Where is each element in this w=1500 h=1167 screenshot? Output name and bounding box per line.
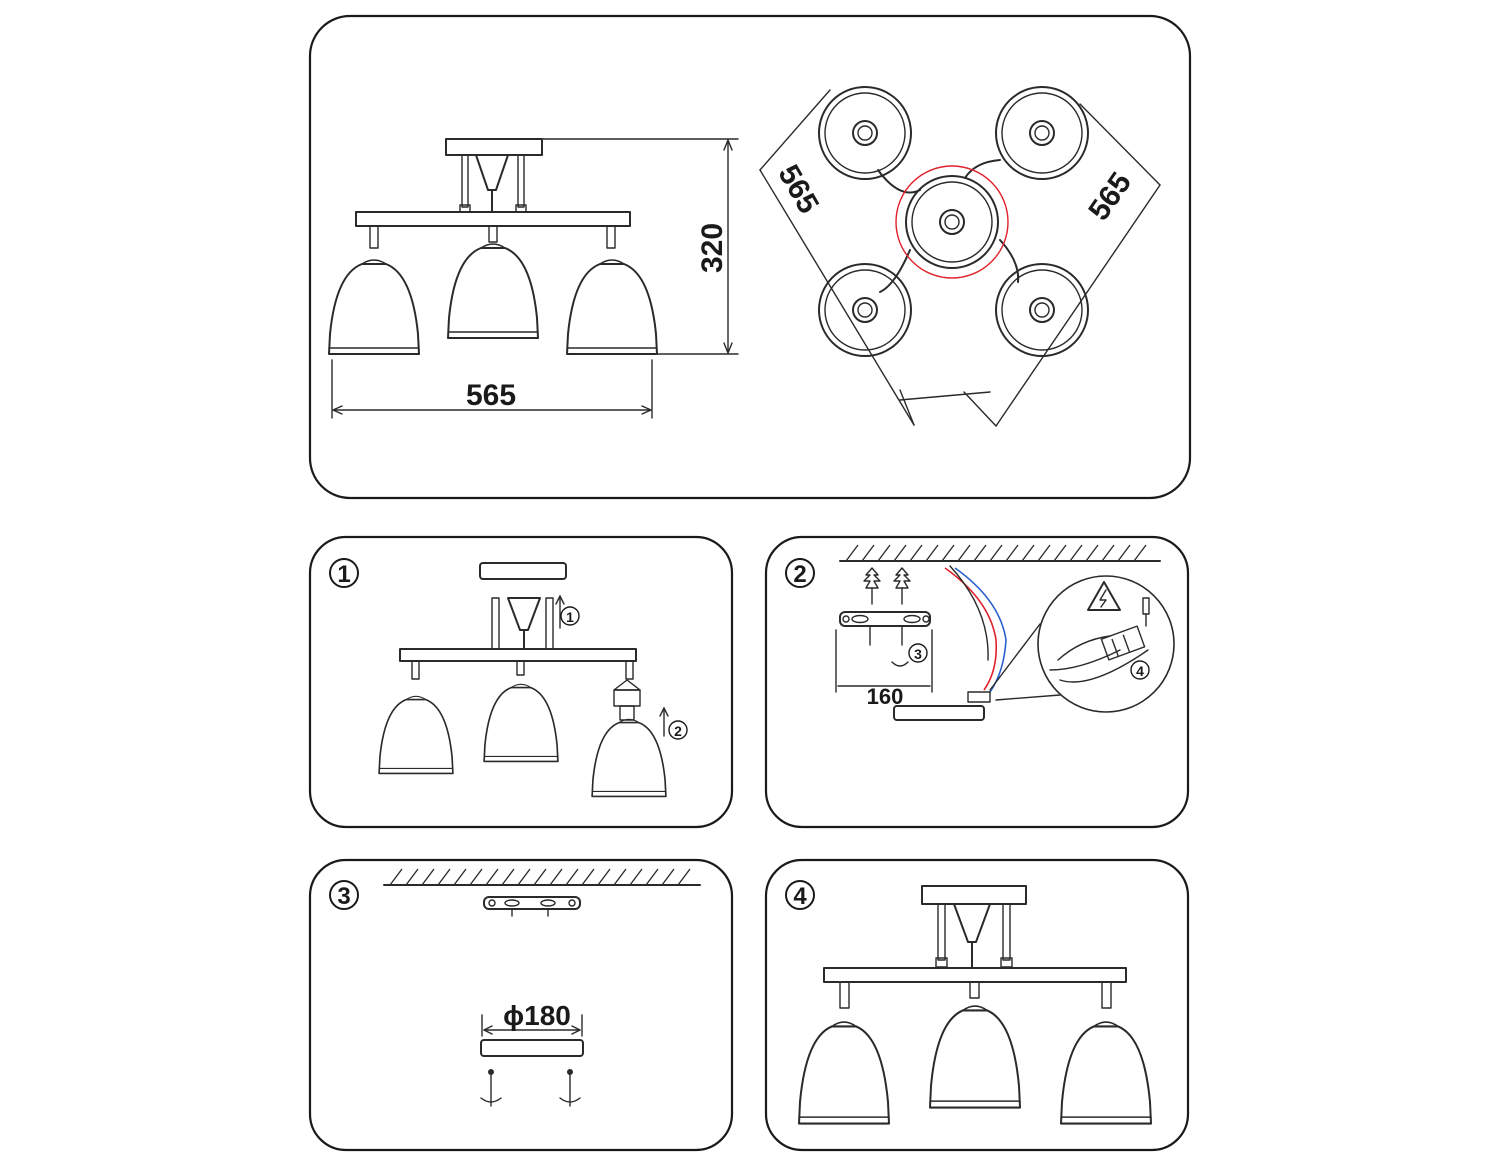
step-2-number: 2 xyxy=(793,561,806,588)
step-3-illustration: ϕ180 xyxy=(383,868,701,1107)
screwdriver-icon xyxy=(1142,597,1150,627)
step-4-number: 4 xyxy=(793,883,807,910)
step-4-panel xyxy=(764,858,1190,1152)
step-3-panel xyxy=(308,858,734,1152)
rotate-arrow-icon xyxy=(480,1069,502,1107)
step-2-illustration: 3 160 4 xyxy=(835,544,1175,721)
dimension-panel xyxy=(308,14,1192,500)
step-4-illustration xyxy=(797,885,1153,1125)
step-1-illustration: 1 2 xyxy=(378,562,688,798)
high-voltage-warning-icon xyxy=(1087,581,1121,611)
step-1-sub-2: 2 xyxy=(674,723,682,739)
rotate-arrow-icon xyxy=(559,1069,581,1107)
width-dimension-label: 565 xyxy=(466,379,516,412)
step-4-badge: 4 xyxy=(785,880,815,910)
front-elevation: 320 565 xyxy=(328,138,739,419)
zoom-detail-circle xyxy=(1037,575,1175,713)
base-diameter-label: ϕ180 xyxy=(503,1000,571,1031)
step-1-panel xyxy=(308,535,734,829)
step-2-sub-4: 4 xyxy=(1136,663,1144,679)
mount-spacing-label: 160 xyxy=(867,684,904,709)
step-2-badge: 2 xyxy=(785,558,815,588)
height-dimension-label: 320 xyxy=(696,223,729,273)
step-2-sub-3: 3 xyxy=(914,646,922,662)
highlight-ring xyxy=(895,165,1009,279)
step-1-sub-1: 1 xyxy=(566,609,574,625)
step-3-badge: 3 xyxy=(329,880,359,910)
blue-wire xyxy=(954,567,1007,693)
step-1-badge: 1 xyxy=(329,558,359,588)
step-3-number: 3 xyxy=(337,883,350,910)
step-1-number: 1 xyxy=(337,561,350,588)
